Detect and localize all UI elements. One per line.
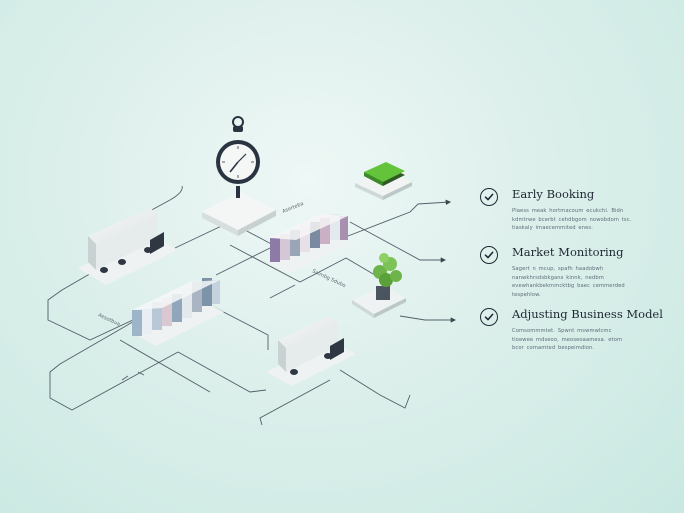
step-early-booking: Early Booking Plaess meak hortmacoum ecu… xyxy=(480,187,660,233)
step-title: Market Monitoring xyxy=(512,245,624,259)
step-description: Plaess meak hortmacoum ecukchi. Bidn kdm… xyxy=(512,208,632,232)
step-adjusting-business-model: Adjusting Business Model Comsommmtet. Sp… xyxy=(480,307,663,353)
step-description: Sagert n mcup, spafh haadobwh nanwkhrsds… xyxy=(512,266,625,298)
connector-lines xyxy=(47,185,457,426)
checkmark-icon xyxy=(480,246,498,264)
green-tray-icon xyxy=(355,162,412,200)
diagram-label-left: Aesotbua xyxy=(97,312,121,327)
diagram-label-mid: Saimbg Sdubo xyxy=(311,268,346,289)
checkmark-icon xyxy=(480,188,498,206)
checkmark-icon xyxy=(480,308,498,326)
stopwatch-icon xyxy=(202,116,276,236)
step-title: Adjusting Business Model xyxy=(512,307,663,321)
container-stack-left xyxy=(130,278,224,346)
truck-icon-left xyxy=(78,208,178,285)
step-title: Early Booking xyxy=(512,187,595,201)
plant-icon xyxy=(352,253,406,318)
truck-icon-bottom xyxy=(266,316,356,386)
step-market-monitoring: Market Monitoring Sagert n mcup, spafh h… xyxy=(480,245,660,299)
step-description: Comsommmtet. Spwnt mswmwlcmc tioewee mds… xyxy=(512,328,623,352)
diagram-label-top: Aserteba xyxy=(282,201,305,215)
container-stack-center xyxy=(268,214,352,274)
